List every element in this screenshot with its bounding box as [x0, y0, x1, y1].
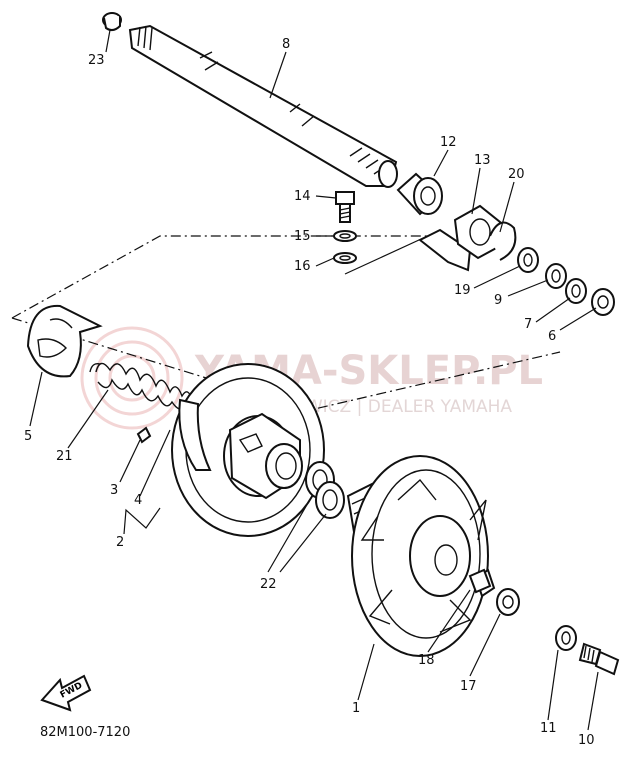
part-19-washer	[517, 247, 539, 273]
assembly-outline	[11, 233, 561, 411]
part-16-washer	[333, 252, 357, 264]
watermark-logo	[80, 326, 184, 430]
part-20-clip	[489, 221, 517, 261]
callout-17: 17	[460, 679, 477, 694]
part-13-bracket	[418, 204, 501, 272]
leader-lines	[29, 29, 599, 731]
callout-23: 23	[88, 53, 105, 68]
callout-12: 12	[440, 135, 457, 150]
callout-19: 19	[454, 283, 471, 298]
part-11-washer	[555, 625, 577, 651]
callout-9: 9	[494, 293, 502, 308]
callout-11: 11	[540, 721, 557, 736]
part-22-seal-b	[315, 481, 345, 519]
callout-10: 10	[578, 733, 595, 748]
part-9-washer	[545, 263, 567, 289]
callout-8: 8	[282, 37, 290, 52]
callout-15: 15	[294, 229, 311, 244]
part-18-collar	[468, 568, 492, 594]
callout-20: 20	[508, 167, 525, 182]
callout-16: 16	[294, 259, 311, 274]
callout-14: 14	[294, 189, 311, 204]
callout-21: 21	[56, 449, 73, 464]
part-10-bolt	[578, 642, 620, 676]
callout-4: 4	[134, 493, 142, 508]
drawing-code: 82M100-7120	[40, 725, 130, 740]
sliding-sheave	[171, 363, 325, 537]
callout-1: 1	[352, 701, 360, 716]
callout-18: 18	[418, 653, 435, 668]
fwd-arrow-icon: FWD	[40, 674, 92, 712]
part-8-shaft	[128, 24, 398, 188]
part-1-fixed-sheave	[346, 455, 496, 657]
part-23-cap	[102, 12, 122, 32]
part-17-washer	[496, 588, 520, 616]
part-7-collar	[565, 278, 587, 304]
part-5-spring-seat	[26, 304, 103, 378]
callouts: 8 23 12 13 20 14 15 16 19 9 7 6 5 21 3 4…	[24, 37, 595, 748]
callout-6: 6	[548, 329, 556, 344]
callout-2: 2	[116, 535, 124, 550]
callout-3: 3	[110, 483, 118, 498]
part-6-washer	[591, 288, 615, 316]
callout-5: 5	[24, 429, 32, 444]
part-15-washer	[333, 230, 357, 242]
callout-13: 13	[474, 153, 491, 168]
part-3-pin	[136, 426, 152, 444]
part-14-bolt	[335, 191, 355, 223]
callout-7: 7	[524, 317, 532, 332]
part-12-bearing	[396, 172, 443, 216]
part-21-spring	[89, 362, 193, 410]
callout-22: 22	[260, 577, 277, 592]
